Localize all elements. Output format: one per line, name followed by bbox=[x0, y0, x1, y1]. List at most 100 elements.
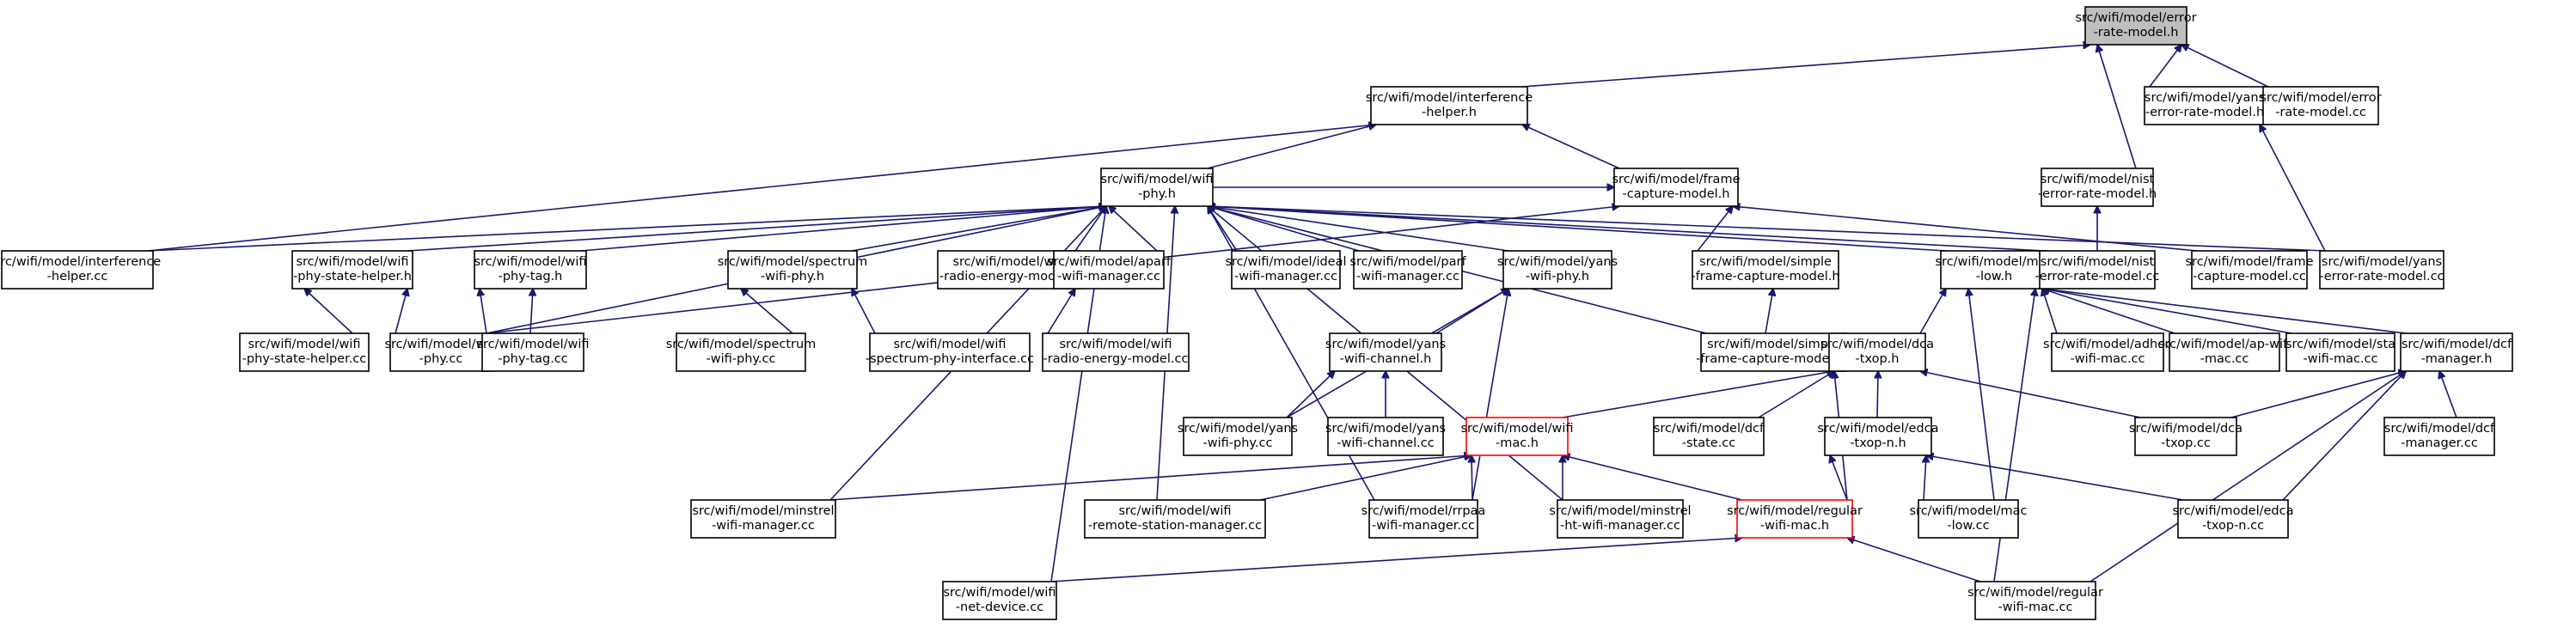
node-sta-cc[interactable]: src/wifi/model/sta-wifi-mac.cc bbox=[2285, 332, 2395, 372]
node-nist-h[interactable]: src/wifi/model/nist-error-rate-model.h bbox=[2038, 168, 2157, 207]
node-box[interactable] bbox=[1183, 417, 1293, 456]
node-box[interactable] bbox=[676, 332, 806, 372]
node-label-line: src/wifi/model/ap-wifi bbox=[2158, 338, 2291, 351]
node-parf-cc[interactable]: src/wifi/model/parf-wifi-manager.cc bbox=[1349, 250, 1466, 290]
node-box[interactable] bbox=[1231, 250, 1341, 290]
node-root[interactable]: src/wifi/model/error-rate-model.h bbox=[2075, 6, 2197, 46]
node-box[interactable] bbox=[1084, 499, 1266, 539]
node-box[interactable] bbox=[1327, 417, 1444, 456]
node-yanschan-h[interactable]: src/wifi/model/yans-wifi-channel.h bbox=[1325, 332, 1446, 372]
node-box[interactable] bbox=[1828, 332, 1926, 372]
node-aparf-cc[interactable]: src/wifi/model/aparf-wifi-manager.cc bbox=[1047, 250, 1172, 290]
node-box[interactable] bbox=[1042, 332, 1190, 372]
node-box[interactable] bbox=[2285, 332, 2395, 372]
node-box[interactable] bbox=[1465, 417, 1569, 456]
node-frame-cap-cc[interactable]: src/wifi/model/frame-capture-model.cc bbox=[2186, 250, 2314, 290]
node-box[interactable] bbox=[1918, 499, 2019, 539]
node-radio-h[interactable]: src/wifi/model/wifi-radio-energy-model.h bbox=[937, 250, 1081, 290]
node-box[interactable] bbox=[1974, 581, 2096, 620]
node-box[interactable] bbox=[1736, 499, 1853, 539]
node-box[interactable] bbox=[2191, 250, 2308, 290]
node-interference-cc[interactable]: src/wifi/model/interference-helper.cc bbox=[0, 250, 161, 290]
node-box[interactable] bbox=[942, 581, 1057, 620]
node-box[interactable] bbox=[1653, 417, 1765, 456]
node-yanschan-cc[interactable]: src/wifi/model/yans-wifi-channel.cc bbox=[1325, 417, 1446, 456]
node-ap-cc[interactable]: src/wifi/model/ap-wifi-mac.cc bbox=[2158, 332, 2291, 372]
node-spectrum-cc[interactable]: src/wifi/model/spectrum-wifi-phy.cc bbox=[666, 332, 817, 372]
node-box[interactable] bbox=[2319, 250, 2444, 290]
node-box[interactable] bbox=[2039, 250, 2156, 290]
node-box[interactable] bbox=[1824, 417, 1932, 456]
node-rsm-cc[interactable]: src/wifi/model/wifi-remote-station-manag… bbox=[1084, 499, 1266, 539]
node-box[interactable] bbox=[474, 250, 587, 290]
node-ideal-cc[interactable]: src/wifi/model/ideal-wifi-manager.cc bbox=[1225, 250, 1347, 290]
node-box[interactable] bbox=[727, 250, 858, 290]
node-box[interactable] bbox=[1353, 250, 1463, 290]
node-phy-h[interactable]: src/wifi/model/wifi-phy.h bbox=[1100, 168, 1214, 207]
node-box[interactable] bbox=[1502, 250, 1612, 290]
node-box[interactable] bbox=[1613, 168, 1739, 207]
node-box[interactable] bbox=[1370, 86, 1528, 125]
node-box[interactable] bbox=[2400, 332, 2513, 372]
node-box[interactable] bbox=[2262, 86, 2379, 125]
node-phy-cc[interactable]: src/wifi/model/wifi-phy.cc bbox=[384, 332, 498, 372]
node-dca-cc[interactable]: src/wifi/model/dca-txop.cc bbox=[2129, 417, 2243, 456]
node-phy-state-h[interactable]: src/wifi/model/wifi-phy-state-helper.h bbox=[291, 250, 413, 290]
node-box[interactable] bbox=[2383, 417, 2495, 456]
node-box[interactable] bbox=[2134, 417, 2237, 456]
node-phy-state-cc[interactable]: src/wifi/model/wifi-phy-state-helper.cc bbox=[239, 332, 370, 372]
node-adhoc-cc[interactable]: src/wifi/model/adhoc-wifi-mac.cc bbox=[2043, 332, 2172, 372]
node-box[interactable] bbox=[1692, 250, 1839, 290]
node-box[interactable] bbox=[2169, 332, 2280, 372]
node-box[interactable] bbox=[2084, 6, 2187, 46]
node-maclow-cc[interactable]: src/wifi/model/mac-low.cc bbox=[1910, 499, 2028, 539]
node-regular-h[interactable]: src/wifi/model/regular-wifi-mac.h bbox=[1727, 499, 1863, 539]
node-box[interactable] bbox=[690, 499, 836, 539]
node-yansphy-h[interactable]: src/wifi/model/yans-wifi-phy.h bbox=[1497, 250, 1618, 290]
node-regular-cc[interactable]: src/wifi/model/regular-wifi-mac.cc bbox=[1967, 581, 2103, 620]
node-box[interactable] bbox=[2177, 499, 2289, 539]
node-edca-h[interactable]: src/wifi/model/edca-txop-n.h bbox=[1818, 417, 1939, 456]
node-edca-cc[interactable]: src/wifi/model/edca-txop-n.cc bbox=[2173, 499, 2294, 539]
node-dcf-h[interactable]: src/wifi/model/dcf-manager.h bbox=[2400, 332, 2513, 372]
node-box[interactable] bbox=[1100, 168, 1214, 207]
node-box[interactable] bbox=[1368, 499, 1478, 539]
node-spectrum-h[interactable]: src/wifi/model/spectrum-wifi-phy.h bbox=[718, 250, 868, 290]
node-box[interactable] bbox=[1053, 250, 1165, 290]
node-yansphy-cc[interactable]: src/wifi/model/yans-wifi-phy.cc bbox=[1178, 417, 1298, 456]
node-dcf-cc[interactable]: src/wifi/model/dcf-manager.cc bbox=[2383, 417, 2495, 456]
node-box[interactable] bbox=[2041, 168, 2154, 207]
node-err-cc[interactable]: src/wifi/model/error-rate-model.cc bbox=[2260, 86, 2382, 125]
node-nist-cc[interactable]: src/wifi/model/nist-error-rate-model.cc bbox=[2034, 250, 2160, 290]
node-minstrel-cc[interactable]: src/wifi/model/minstrel-wifi-manager.cc bbox=[690, 499, 836, 539]
node-box[interactable] bbox=[389, 332, 493, 372]
node-box[interactable] bbox=[1, 250, 154, 290]
node-box[interactable] bbox=[291, 250, 413, 290]
node-box[interactable] bbox=[1329, 332, 1442, 372]
node-box[interactable] bbox=[2051, 332, 2164, 372]
node-box[interactable] bbox=[2144, 86, 2266, 125]
node-interference-h[interactable]: src/wifi/model/interference-helper.h bbox=[1366, 86, 1533, 125]
node-simple-h[interactable]: src/wifi/model/simple-frame-capture-mode… bbox=[1691, 250, 1840, 290]
node-box[interactable] bbox=[1557, 499, 1684, 539]
node-yans-err-h[interactable]: src/wifi/model/yans-error-rate-model.h bbox=[2144, 86, 2266, 125]
node-netdev-cc[interactable]: src/wifi/model/wifi-net-device.cc bbox=[942, 581, 1057, 620]
node-minstrelht-cc[interactable]: src/wifi/model/minstrel-ht-wifi-manager.… bbox=[1549, 499, 1692, 539]
node-dca-h[interactable]: src/wifi/model/dca-txop.h bbox=[1820, 332, 1934, 372]
node-yans-err-cc[interactable]: src/wifi/model/yans-error-rate-model.cc bbox=[2319, 250, 2444, 290]
node-box[interactable] bbox=[1940, 250, 2048, 290]
node-rrpaa-cc[interactable]: src/wifi/model/rrpaa-wifi-manager.cc bbox=[1361, 499, 1486, 539]
node-box[interactable] bbox=[239, 332, 370, 372]
node-maclow-h[interactable]: src/wifi/model/mac-low.h bbox=[1936, 250, 2053, 290]
node-mac-h[interactable]: src/wifi/model/wifi-mac.h bbox=[1460, 417, 1574, 456]
node-simple-cc[interactable]: src/wifi/model/simple-frame-capture-mode… bbox=[1696, 332, 1851, 372]
node-frame-cap-h[interactable]: src/wifi/model/frame-capture-model.h bbox=[1612, 168, 1741, 207]
node-box[interactable] bbox=[481, 332, 584, 372]
node-phy-tag-cc[interactable]: src/wifi/model/wifi-phy-tag.cc bbox=[476, 332, 590, 372]
node-dcf-state-cc[interactable]: src/wifi/model/dcf-state.cc bbox=[1653, 417, 1765, 456]
node-spec-iface-cc[interactable]: src/wifi/model/wifi-spectrum-phy-interfa… bbox=[866, 332, 1034, 372]
node-phy-tag-h[interactable]: src/wifi/model/wifi-phy-tag.h bbox=[474, 250, 587, 290]
node-box[interactable] bbox=[869, 332, 1031, 372]
node-label-line: src/wifi/model/dcf bbox=[1654, 422, 1765, 436]
node-radio-cc[interactable]: src/wifi/model/wifi-radio-energy-model.c… bbox=[1042, 332, 1190, 372]
